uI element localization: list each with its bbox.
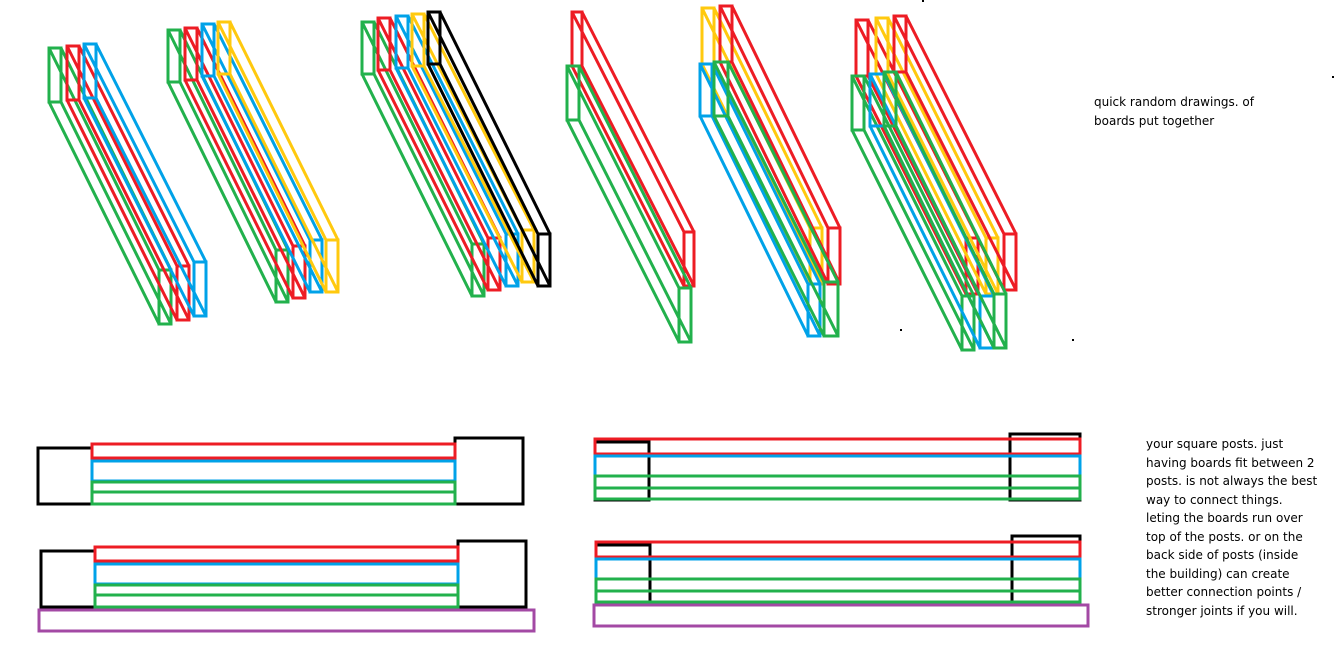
board-green	[593, 486, 1082, 501]
board-yellow	[216, 20, 340, 294]
board-red	[90, 442, 457, 460]
board-red	[593, 437, 1082, 456]
iso-group-3	[360, 10, 552, 298]
board-green	[594, 589, 1082, 604]
square-post	[36, 446, 94, 506]
board-blue	[200, 22, 324, 294]
board-blue	[594, 557, 1082, 581]
iso-group-1	[47, 42, 208, 326]
board-red	[594, 540, 1082, 559]
board-green	[882, 70, 1008, 350]
board-green	[90, 490, 457, 506]
board-red	[65, 44, 191, 322]
square-post	[593, 440, 651, 502]
board-blue	[82, 42, 208, 318]
caption-square-posts: your square posts. just having boards fi…	[1146, 437, 1318, 618]
isometric-boards	[47, 4, 1018, 352]
board-green	[712, 60, 840, 338]
board-red	[718, 4, 842, 286]
stray-dots	[900, 0, 1334, 341]
board-green	[565, 64, 693, 344]
board-blue	[90, 459, 457, 483]
stray-dot	[1072, 339, 1074, 341]
board-green	[93, 593, 460, 609]
boards-over-posts	[593, 432, 1082, 502]
post-diagrams	[36, 432, 1090, 633]
caption-random-drawings: quick random drawings. of boards put tog…	[1094, 95, 1254, 128]
square-post	[453, 436, 525, 506]
posts-between-with-sill	[37, 539, 536, 633]
square-post	[1008, 432, 1082, 502]
board-blue	[698, 62, 822, 338]
board-black	[426, 10, 552, 288]
board-green	[850, 74, 976, 352]
square-post	[456, 539, 528, 609]
iso-group-5	[698, 4, 842, 338]
iso-group-2	[166, 20, 340, 304]
square-post	[594, 543, 652, 605]
iso-group-4	[565, 10, 696, 344]
stray-dot	[1332, 76, 1334, 78]
boards-over-posts-with-sill	[592, 534, 1090, 628]
stray-dot	[900, 329, 902, 331]
iso-group-6	[850, 14, 1018, 352]
board-blue	[394, 14, 520, 288]
stray-dot	[922, 0, 924, 2]
board-blue	[93, 562, 460, 586]
board-red	[93, 545, 460, 563]
sill-board	[37, 608, 536, 633]
sill-board	[592, 603, 1090, 628]
posts-between	[36, 436, 525, 506]
board-green	[594, 577, 1082, 593]
board-green	[593, 474, 1082, 490]
board-blue	[593, 454, 1082, 478]
square-post	[39, 549, 97, 609]
board-red	[570, 10, 696, 288]
